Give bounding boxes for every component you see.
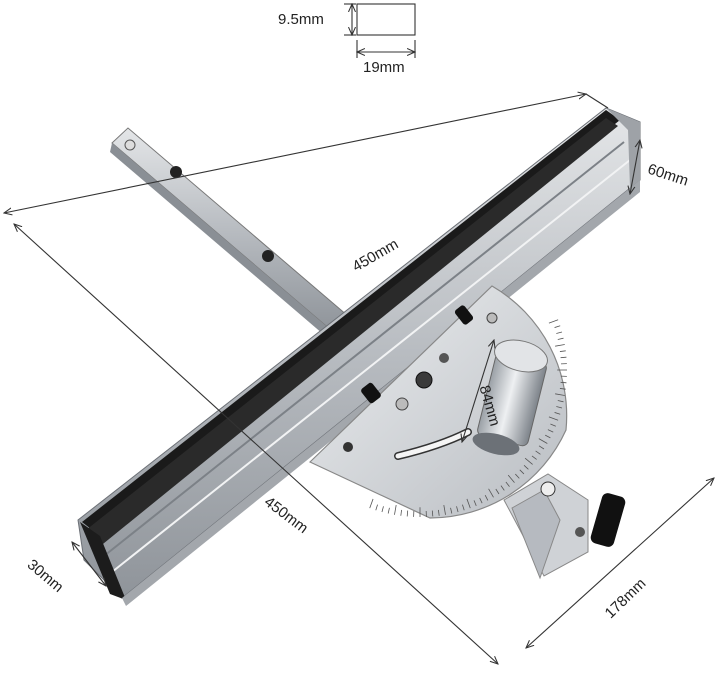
degree-tick: [431, 510, 434, 517]
flip-stop: [503, 473, 626, 580]
pivot-knob-icon: [415, 371, 433, 389]
degree-tick: [555, 344, 565, 347]
fence-length-top-label: 450mm: [350, 236, 402, 276]
degree-tick: [400, 509, 402, 516]
degree-tick: [406, 510, 409, 517]
degree-tick: [535, 450, 541, 455]
degree-tick: [375, 504, 378, 511]
screw-icon: [262, 250, 274, 262]
degree-tick: [548, 416, 559, 421]
degree-tick: [500, 485, 505, 491]
degree-tick: [519, 469, 525, 475]
degree-tick: [560, 356, 567, 359]
fence-depth-line: [72, 542, 106, 586]
degree-tick: [524, 457, 533, 465]
miter-bar: [110, 127, 349, 340]
degree-tick: [394, 505, 397, 515]
bar-cross-section: [356, 3, 416, 36]
degree-tick: [547, 429, 554, 433]
width-label: 19mm: [363, 59, 405, 76]
degree-tick: [505, 481, 510, 487]
knob-height-line: [462, 340, 494, 442]
screw-icon: [439, 353, 449, 363]
degree-tick: [557, 400, 564, 403]
fence-length-side-label: 450mm: [261, 493, 311, 537]
degree-tick: [554, 412, 561, 415]
screw-icon: [124, 139, 136, 151]
screw-icon: [170, 166, 182, 178]
fence-depth-label: 30mm: [24, 556, 67, 596]
degree-tick: [387, 507, 390, 514]
degree-tick: [369, 498, 374, 509]
fence-height-label: 60mm: [646, 161, 691, 190]
degree-tick: [538, 438, 548, 444]
degree-tick: [560, 381, 567, 384]
degree-tick: [531, 455, 537, 460]
fence-height-line: [630, 140, 640, 194]
stop-knob-icon: [590, 493, 626, 547]
degree-tick: [548, 319, 559, 324]
screw-icon: [486, 312, 498, 324]
gauge-depth-line: [526, 478, 714, 648]
degree-tick: [523, 465, 529, 470]
degree-tick: [556, 331, 563, 334]
degree-tick: [555, 393, 565, 396]
thickness-label: 9.5mm: [278, 11, 324, 28]
gauge-depth-label: 178mm: [602, 575, 650, 622]
screw-icon: [540, 481, 556, 497]
degree-tick: [550, 423, 556, 427]
degree-tick: [556, 406, 563, 409]
degree-tick: [544, 434, 551, 439]
degree-tick: [557, 337, 564, 340]
degree-tick: [381, 506, 384, 513]
degree-tick: [559, 388, 566, 390]
screw-icon: [395, 397, 409, 411]
degree-tick: [507, 474, 515, 483]
fence-length-side-line: [14, 224, 498, 664]
fence-length-top-line: [4, 94, 586, 213]
bar-cross-section-diagram: 9.5mm 19mm: [278, 4, 415, 76]
degree-tick: [559, 350, 566, 352]
degree-tick: [554, 325, 561, 328]
screw-icon: [575, 527, 585, 537]
degree-tick: [538, 445, 545, 450]
degree-tick: [515, 473, 520, 479]
screw-icon: [343, 442, 353, 452]
